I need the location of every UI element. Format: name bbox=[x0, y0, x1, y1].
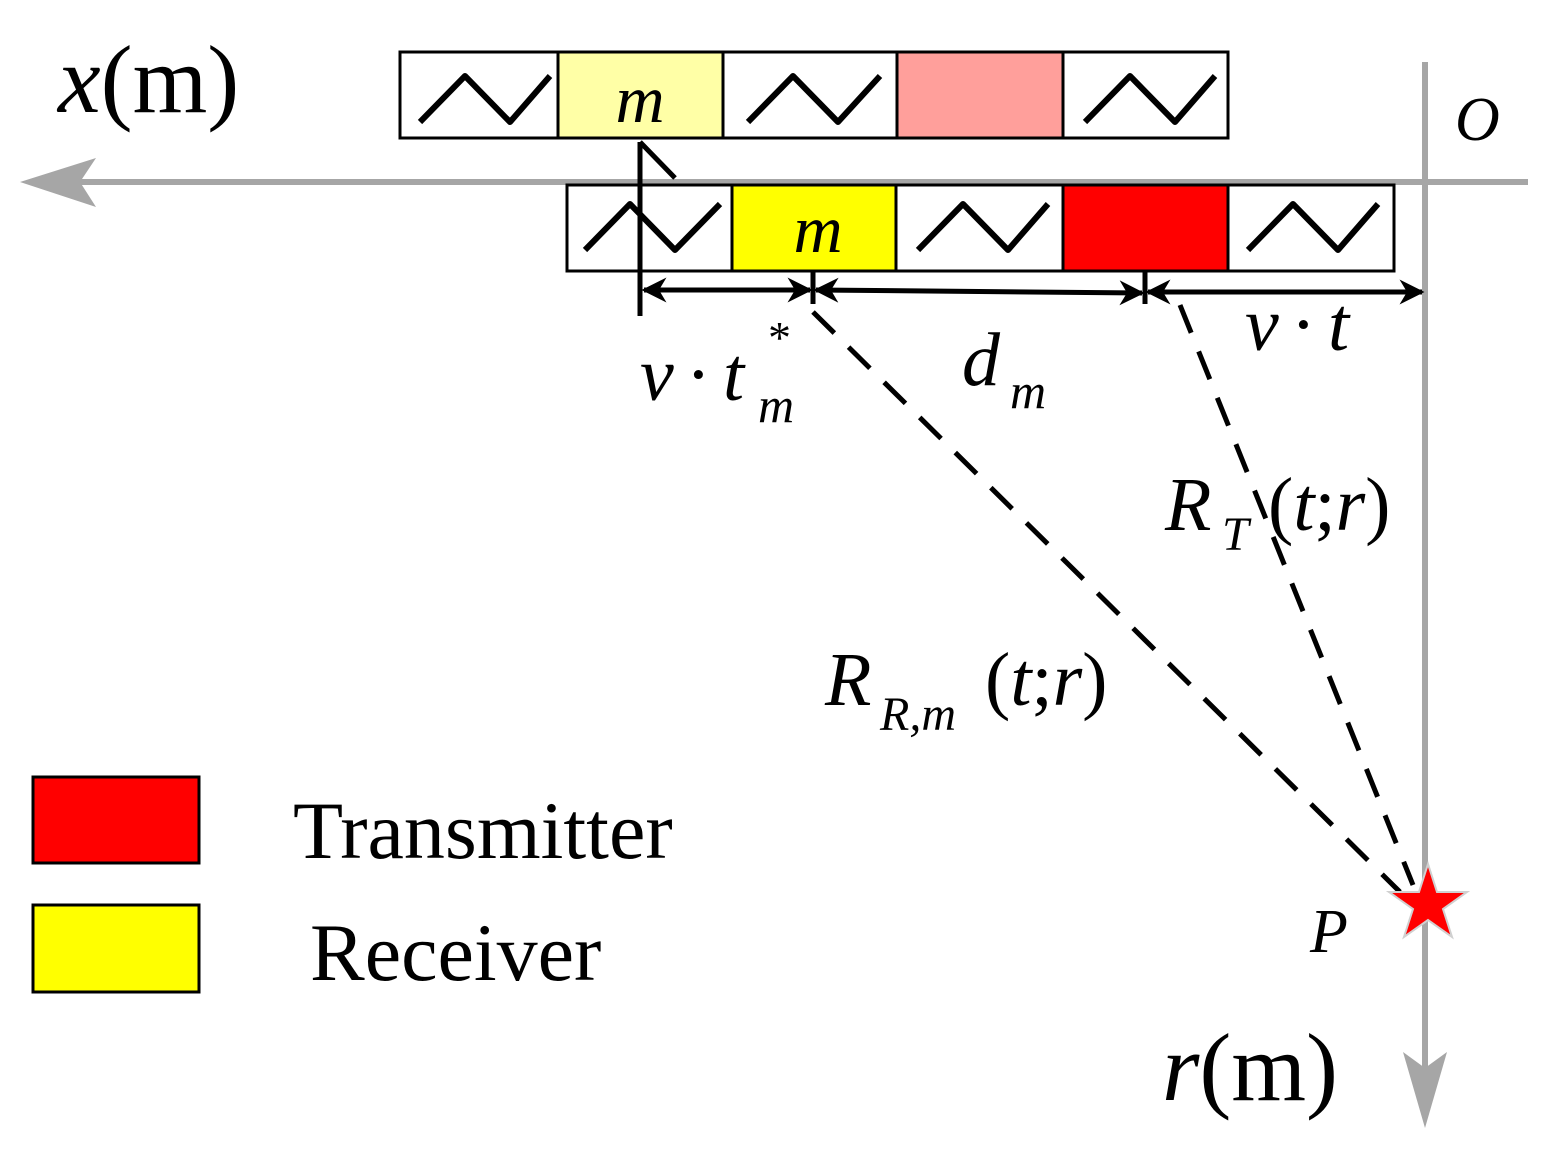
antenna-wave-icon bbox=[417, 73, 553, 125]
svg-text:R: R bbox=[824, 638, 871, 722]
svg-text:v·t: v·t bbox=[640, 333, 746, 417]
svg-text:v·t: v·t bbox=[1245, 283, 1351, 367]
svg-text:m: m bbox=[1010, 363, 1046, 419]
svg-text:d: d bbox=[962, 318, 1001, 402]
svg-text:T: T bbox=[1222, 508, 1252, 561]
legend-label-transmitter: Transmitter bbox=[293, 785, 673, 876]
array-element bbox=[894, 183, 1065, 273]
r-axis-label: r(m) bbox=[1162, 1014, 1338, 1121]
origin-label: O bbox=[1455, 86, 1500, 154]
label-RT: R T (t;r) bbox=[1164, 463, 1390, 561]
svg-text:*: * bbox=[768, 312, 791, 363]
array-current-position: m bbox=[565, 183, 1396, 273]
transmit-element-label: m bbox=[793, 191, 842, 267]
svg-text:(t;r): (t;r) bbox=[1268, 463, 1390, 547]
distance-ticks bbox=[810, 272, 1148, 304]
array-element-transmitter bbox=[1061, 183, 1230, 273]
legend: Transmitter Receiver bbox=[31, 775, 673, 998]
transmit-range-line bbox=[1177, 304, 1416, 886]
antenna-wave-icon bbox=[1082, 73, 1218, 125]
svg-text:R: R bbox=[1164, 463, 1211, 547]
label-d-m: d m bbox=[962, 318, 1046, 419]
label-v-t: v·t bbox=[1245, 283, 1351, 367]
array-element bbox=[721, 50, 899, 140]
previous-position-marker bbox=[637, 140, 677, 316]
r-axis-arrowhead bbox=[1403, 1052, 1447, 1128]
array-element bbox=[1226, 183, 1396, 273]
x-axis-label: x(m) bbox=[56, 26, 239, 133]
array-previous-position: m bbox=[398, 50, 1230, 140]
label-RRm: R R,m (t;r) bbox=[824, 638, 1107, 741]
array-element-receiver bbox=[730, 183, 898, 273]
legend-swatch-receiver bbox=[31, 903, 201, 994]
receive-range-line bbox=[811, 310, 1402, 894]
svg-text:R,m: R,m bbox=[879, 688, 956, 741]
legend-swatch-transmitter bbox=[31, 775, 201, 865]
antenna-wave-icon bbox=[1245, 201, 1381, 253]
array-element-receiver-faded bbox=[556, 50, 725, 140]
target-label: P bbox=[1309, 898, 1348, 966]
svg-text:m: m bbox=[758, 377, 794, 433]
array-element-transmitter-faded bbox=[895, 50, 1065, 140]
dimension-arrows bbox=[641, 277, 1425, 306]
target-star-icon bbox=[1385, 860, 1471, 940]
x-axis-arrowhead bbox=[20, 158, 96, 207]
receive-element-label: m bbox=[615, 61, 664, 137]
label-v-tm-star: v·t * m bbox=[640, 312, 794, 433]
svg-text:(t;r): (t;r) bbox=[985, 638, 1107, 722]
antenna-wave-icon bbox=[745, 73, 883, 125]
range-lines bbox=[811, 304, 1416, 894]
antenna-wave-icon bbox=[915, 201, 1051, 253]
dimension-arrow-d-m bbox=[813, 277, 1145, 306]
legend-label-receiver: Receiver bbox=[310, 907, 601, 998]
antenna-wave-icon bbox=[582, 201, 723, 253]
r-axis bbox=[1403, 62, 1447, 1128]
x-axis bbox=[20, 158, 1528, 207]
